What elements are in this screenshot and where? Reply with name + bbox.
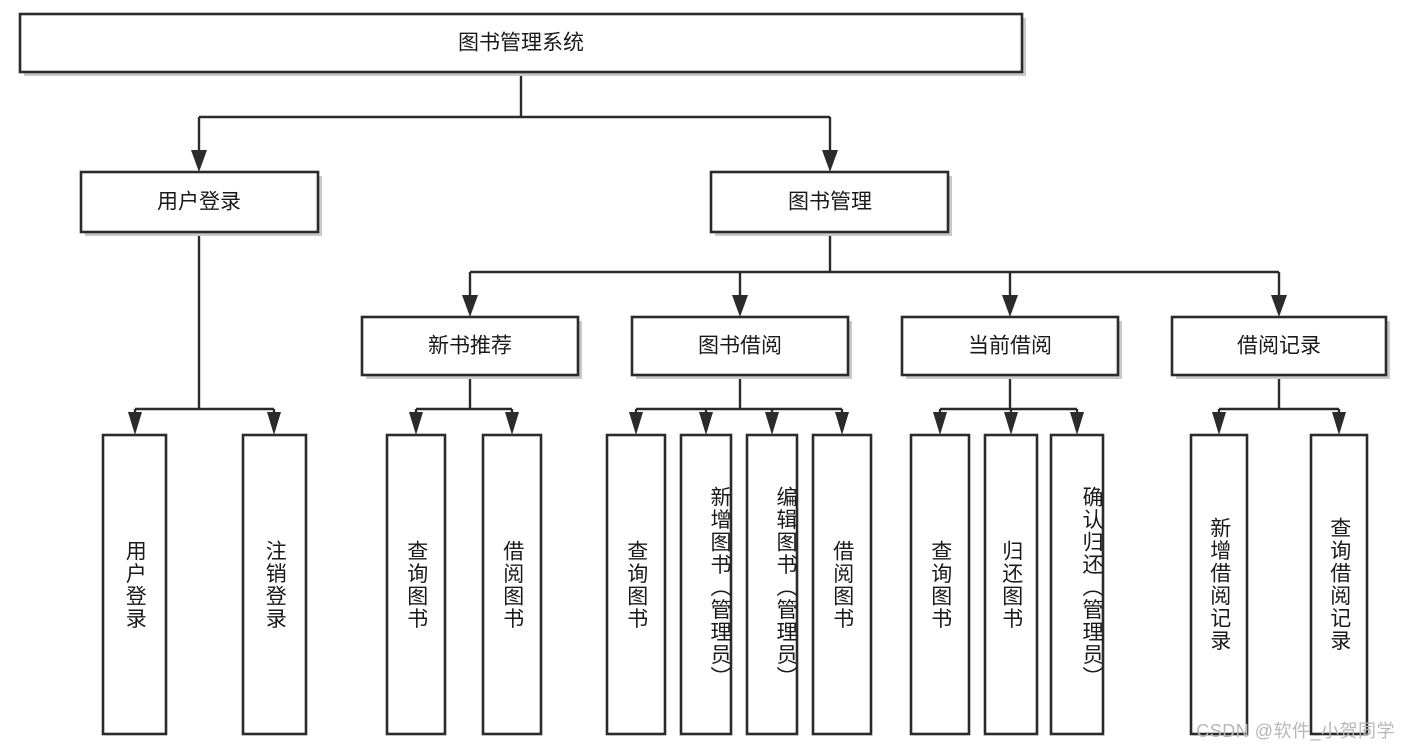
- arrow-to-leaf-add-record: [1212, 412, 1226, 435]
- arrow-to-leaf-confirm-return: [1070, 412, 1084, 435]
- leaf-query-book-3-box[interactable]: [909, 433, 971, 736]
- book-manage-node-label: 图书管理: [788, 191, 872, 214]
- arrow-to-borrow-record: [1271, 295, 1287, 317]
- borrow-record-node-label: 借阅记录: [1237, 335, 1321, 358]
- leaf-borrow-book-1-box[interactable]: [481, 433, 543, 736]
- leaf-confirm-return-box[interactable]: [1049, 433, 1105, 736]
- arrow-to-leaf-query-book-1: [409, 412, 423, 435]
- user-login-node-label: 用户登录: [157, 191, 241, 214]
- book-borrow-node-box[interactable]: [630, 315, 850, 377]
- arrow-to-new-book-rec: [462, 295, 478, 317]
- new-book-rec-node-label: 新书推荐: [428, 335, 512, 358]
- book-borrow-node-label: 图书借阅: [698, 335, 782, 358]
- leaf-query-record-box[interactable]: [1309, 433, 1369, 736]
- csdn-watermark: CSDN @软件_小贺同学: [1196, 721, 1395, 741]
- leaf-edit-book-box[interactable]: [745, 433, 799, 736]
- current-borrow-node-box[interactable]: [900, 315, 1120, 377]
- arrow-to-user-login: [191, 150, 207, 172]
- leaf-query-book-1-box[interactable]: [385, 433, 447, 736]
- arrow-to-leaf-query-record: [1332, 412, 1346, 435]
- arrow-to-leaf-borrow-book-1: [505, 412, 519, 435]
- leaf-user-login-box[interactable]: [101, 433, 168, 736]
- arrow-to-leaf-add-book: [699, 412, 713, 435]
- root-node-box[interactable]: [18, 12, 1024, 74]
- arrow-to-book-borrow: [732, 295, 748, 317]
- leaf-logout-box[interactable]: [241, 433, 308, 736]
- arrow-to-leaf-logout: [267, 412, 281, 435]
- arrow-to-leaf-query-book-3: [933, 412, 947, 435]
- book-manage-node-box[interactable]: [709, 170, 950, 234]
- leaf-add-book-box[interactable]: [679, 433, 733, 736]
- root-node-label: 图书管理系统: [458, 32, 584, 55]
- edge-layer: [128, 72, 1346, 435]
- leaf-return-book-box[interactable]: [983, 433, 1039, 736]
- new-book-rec-node-box[interactable]: [360, 315, 580, 377]
- arrow-to-leaf-query-book-2: [629, 412, 643, 435]
- arrow-to-leaf-borrow-book-2: [835, 412, 849, 435]
- arrow-to-book-manage: [822, 150, 838, 172]
- leaf-add-record-box[interactable]: [1189, 433, 1249, 736]
- borrow-record-node-box[interactable]: [1170, 315, 1388, 377]
- arrow-to-leaf-user-login: [128, 412, 142, 435]
- arrow-to-leaf-return-book: [1004, 412, 1018, 435]
- node-layer: 图书管理系统 用户登录 图书管理 新书推荐 图书借阅 当前借阅 借阅记录: [18, 12, 1390, 736]
- arrow-to-leaf-edit-book: [765, 412, 779, 435]
- user-login-node-box[interactable]: [79, 170, 320, 234]
- leaf-borrow-book-2-box[interactable]: [811, 433, 873, 736]
- arrow-to-current-borrow: [1002, 295, 1018, 317]
- current-borrow-node-label: 当前借阅: [968, 335, 1052, 358]
- leaf-query-book-2-box[interactable]: [605, 433, 667, 736]
